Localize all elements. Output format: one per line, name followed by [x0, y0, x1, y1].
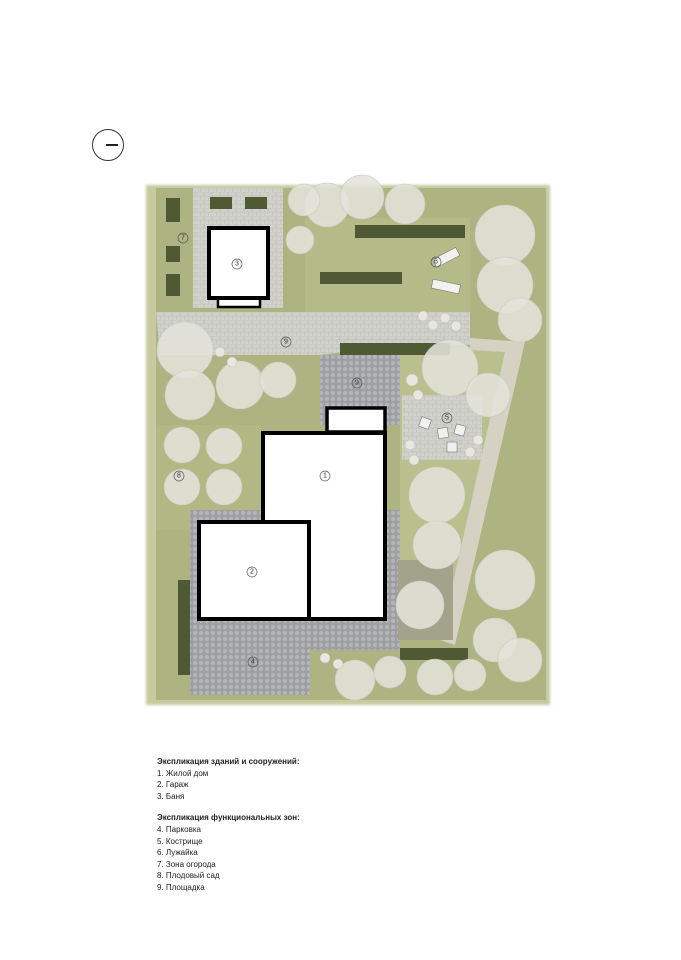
- zones-legend-title: Экспликация функциональных зон:: [157, 813, 300, 823]
- vegetable-garden-marker: 7: [177, 232, 189, 244]
- svg-text:7: 7: [181, 235, 185, 242]
- platform-marker-small: 9: [351, 377, 363, 389]
- bathhouse-building: [207, 226, 270, 309]
- legend-item: 5. Кострище: [157, 836, 203, 846]
- firepit-marker: 5: [441, 412, 453, 424]
- legend-item: 1. Жилой дом: [157, 768, 209, 778]
- lawn-marker: 6: [430, 256, 442, 268]
- parking-marker: 4: [247, 656, 259, 668]
- legend-item: 3. Баня: [157, 791, 185, 801]
- garage-marker: 2: [246, 566, 258, 578]
- legend-item: 6. Лужайка: [157, 848, 198, 858]
- svg-text:4: 4: [251, 659, 255, 666]
- lawn-loungers: [430, 246, 461, 295]
- orchard-marker: 8: [173, 470, 185, 482]
- svg-text:5: 5: [445, 415, 449, 422]
- svg-text:9: 9: [284, 339, 288, 346]
- legend-item: 9. Площадка: [157, 882, 205, 892]
- svg-text:8: 8: [177, 473, 181, 480]
- svg-text:9: 9: [355, 380, 359, 387]
- bathhouse-marker: 3: [231, 258, 243, 270]
- legend: Экспликация зданий и сооружений: 1. Жило…: [157, 756, 300, 894]
- buildings-legend-title: Экспликация зданий и сооружений:: [157, 757, 300, 766]
- platform-marker: 9: [280, 336, 292, 348]
- legend-item: 2. Гараж: [157, 780, 189, 790]
- svg-text:3: 3: [235, 261, 239, 268]
- legend-item: 7. Зона огорода: [157, 859, 216, 869]
- house-marker: 1: [319, 470, 331, 482]
- svg-text:1: 1: [323, 473, 327, 480]
- svg-text:2: 2: [250, 569, 254, 576]
- north-arrow-icon: [92, 129, 124, 161]
- shrubs: [214, 310, 484, 670]
- legend-item: 4. Парковка: [157, 824, 201, 834]
- svg-text:6: 6: [434, 259, 438, 266]
- legend-item: 8. Плодовый сад: [157, 871, 220, 881]
- tree-canopies: [156, 174, 543, 701]
